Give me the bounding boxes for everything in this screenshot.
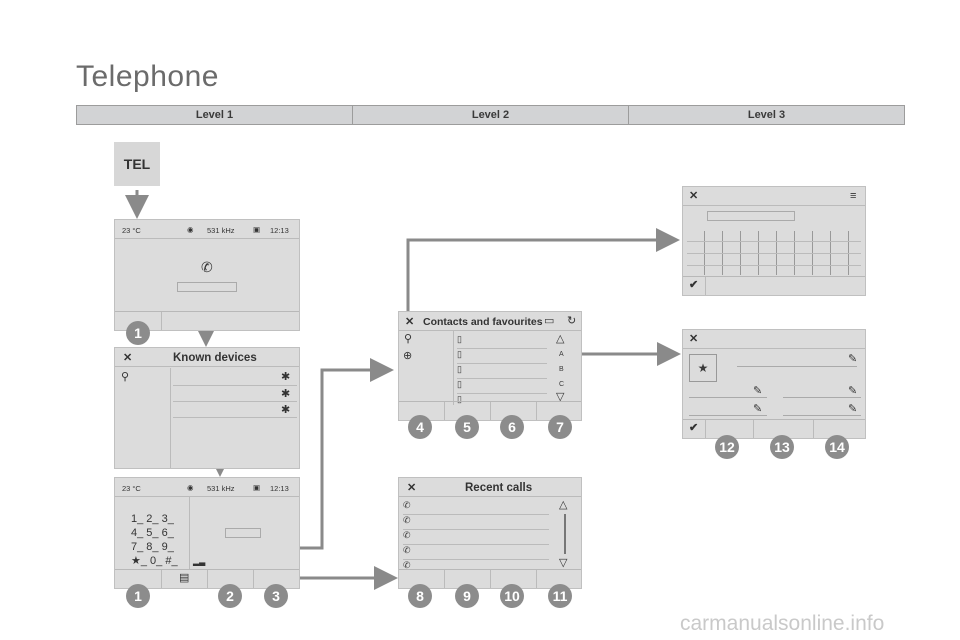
confirm-icon[interactable]: ✔	[689, 422, 699, 434]
scrollbar[interactable]	[564, 514, 566, 554]
scroll-down-icon[interactable]: ▽	[559, 557, 568, 569]
contact-photo-icon[interactable]: ★	[689, 354, 717, 382]
media-icon: ▣	[253, 483, 261, 492]
scroll-up-icon[interactable]: △	[559, 499, 568, 511]
edit-icon[interactable]: ✎	[753, 403, 763, 415]
list-item[interactable]: ✆	[403, 530, 549, 545]
search-icon[interactable]: ⚲	[121, 371, 130, 383]
callout-badge: 4	[408, 415, 432, 439]
callout-badge: 2	[218, 584, 242, 608]
contact-edit-screen: ✕ ★ ✎ ✎ ✎ ✎ ✎ ✔	[682, 329, 866, 439]
edit-icon[interactable]: ✎	[753, 385, 763, 397]
level-1-header: Level 1	[77, 106, 353, 124]
keyboard-screen: ✕ ≡ ✔	[682, 186, 866, 296]
close-icon[interactable]: ✕	[689, 190, 699, 202]
menu-icon[interactable]: ≡	[850, 190, 857, 202]
contacts-title: Contacts and favourites	[423, 316, 543, 328]
callout-badge: 7	[548, 415, 572, 439]
temperature: 23 °C	[122, 484, 141, 493]
alpha-index[interactable]: C	[559, 381, 565, 388]
scroll-up-icon[interactable]: △	[556, 333, 565, 345]
level-2-header: Level 2	[353, 106, 629, 124]
contact-list: ▯ ▯ ▯ ▯ ▯	[457, 334, 547, 404]
list-item[interactable]: ✆	[403, 515, 549, 530]
edit-icon[interactable]: ✎	[848, 403, 858, 415]
bluetooth-icon[interactable]: ✱	[281, 371, 291, 383]
list-item[interactable]: ✆	[403, 560, 411, 570]
callout-badge: 9	[455, 584, 479, 608]
dial-screen: 23 °C ◉ 531 kHz ▣ 12:13 1_ 2_ 3_ 4_ 5_ 6…	[114, 477, 300, 589]
edit-icon[interactable]: ✎	[848, 385, 858, 397]
keypad-row[interactable]: 1_ 2_ 3_	[131, 513, 174, 525]
add-icon[interactable]: ⊕	[403, 350, 413, 362]
footer-bar: ▤	[115, 569, 299, 588]
contacts-icon[interactable]: ▤	[179, 572, 190, 584]
list-item[interactable]: ✆	[403, 545, 549, 560]
call-list: ✆ ✆ ✆ ✆ ✆	[403, 500, 549, 570]
callout-badge: 1	[126, 584, 150, 608]
recent-calls-screen: ✕ Recent calls ✆ ✆ ✆ ✆ ✆ △ ▽	[398, 477, 582, 589]
close-icon[interactable]: ✕	[407, 482, 417, 494]
callout-badge: 13	[770, 435, 794, 459]
list-item[interactable]: ▯	[457, 349, 547, 364]
keypad-row[interactable]: 7_ 8_ 9_	[131, 541, 174, 553]
list-item[interactable]: ▯	[457, 379, 547, 394]
watermark: carmanualsonline.info	[680, 612, 885, 635]
callout-badge: 8	[408, 584, 432, 608]
bluetooth-icon[interactable]: ✱	[281, 404, 291, 416]
known-devices-title: Known devices	[173, 352, 257, 364]
list-item[interactable]: ▯	[457, 394, 462, 404]
radio-icon: ◉	[187, 225, 194, 234]
frequency: 531 kHz	[207, 226, 235, 235]
tel-button[interactable]: TEL	[114, 142, 160, 186]
refresh-icon[interactable]: ↻	[567, 315, 577, 327]
list-item[interactable]: ✆	[403, 500, 549, 515]
close-icon[interactable]: ✕	[689, 333, 699, 345]
recent-calls-title: Recent calls	[465, 482, 533, 494]
callout-badge: 14	[825, 435, 849, 459]
text-field[interactable]	[707, 211, 795, 221]
footer-bar	[399, 401, 581, 420]
keypad-row[interactable]: 4_ 5_ 6_	[131, 527, 174, 539]
search-icon[interactable]: ⚲	[404, 333, 413, 345]
home-screen: 23 °C ◉ 531 kHz ▣ 12:13 ✆	[114, 219, 300, 331]
keypad[interactable]: 1_ 2_ 3_ 4_ 5_ 6_ 7_ 8_ 9_ ★_ 0_ #_	[131, 512, 178, 568]
alpha-index[interactable]: B	[559, 366, 564, 373]
contacts-screen: ✕ Contacts and favourites ▭ ↻ ⚲ ⊕ ▯ ▯ ▯ …	[398, 311, 582, 421]
edit-icon[interactable]: ✎	[848, 353, 858, 365]
footer-bar: ✔	[683, 419, 865, 438]
alpha-index[interactable]: A	[559, 351, 564, 358]
list-item[interactable]: ▯	[457, 334, 547, 349]
level-header-bar: Level 1 Level 2 Level 3	[76, 105, 905, 125]
radio-icon: ◉	[187, 483, 194, 492]
callout-badge: 11	[548, 584, 572, 608]
confirm-icon[interactable]: ✔	[689, 279, 699, 291]
callout-badge: 10	[500, 584, 524, 608]
temperature: 23 °C	[122, 226, 141, 235]
callout-badge: 1	[126, 321, 150, 345]
close-icon[interactable]: ✕	[123, 352, 133, 364]
clock: 12:13	[270, 484, 289, 493]
media-icon: ▣	[253, 225, 261, 234]
callout-badge: 12	[715, 435, 739, 459]
keypad-row[interactable]: ★_ 0_ #_	[131, 555, 178, 567]
callout-badge: 6	[500, 415, 524, 439]
footer-bar	[399, 569, 581, 588]
callout-badge: 5	[455, 415, 479, 439]
list-item[interactable]: ▯	[457, 364, 547, 379]
page-title: Telephone	[76, 60, 219, 93]
bluetooth-icon[interactable]: ✱	[281, 388, 291, 400]
phone-disconnected-icon: ✆	[201, 259, 213, 275]
signal-icon: ▂▃	[193, 557, 206, 566]
level-3-header: Level 3	[747, 109, 786, 121]
scroll-down-icon[interactable]: ▽	[556, 391, 565, 403]
footer-bar	[115, 311, 299, 330]
close-icon[interactable]: ✕	[405, 316, 415, 328]
callout-badge: 3	[264, 584, 288, 608]
clock: 12:13	[270, 226, 289, 235]
known-devices-screen: ✕ Known devices ⚲ ✱ ✱ ✱	[114, 347, 300, 469]
contact-card-icon[interactable]: ▭	[544, 315, 555, 327]
frequency: 531 kHz	[207, 484, 235, 493]
footer-bar: ✔	[683, 276, 865, 295]
